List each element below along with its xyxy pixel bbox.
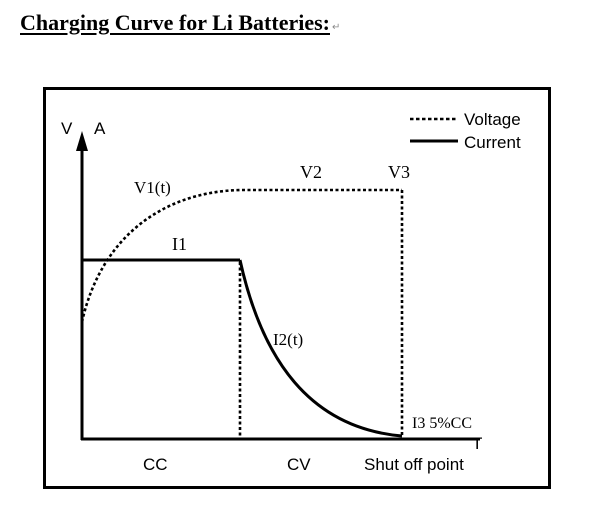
phase-label-shutoff: Shut off point [364, 455, 464, 474]
y-axis-arrow-icon [76, 131, 88, 151]
label-i3: I3 5%CC [412, 415, 472, 432]
legend-current-label: Current [464, 133, 521, 152]
return-mark-icon: ↵ [332, 22, 341, 33]
x-axis-label-t: T [472, 434, 482, 453]
y-axis-label-v: V [61, 119, 73, 138]
voltage-rise-segment [80, 188, 402, 323]
phase-label-cv: CV [287, 455, 311, 474]
label-v3: V3 [388, 162, 410, 182]
axes: V A T [61, 119, 482, 453]
phase-label-cc: CC [143, 455, 168, 474]
label-i1: I1 [172, 234, 187, 254]
current-decay-segment [238, 259, 403, 438]
legend: Voltage Current [410, 110, 521, 152]
y-axis-label-a: A [94, 119, 106, 138]
label-v1: V1(t) [134, 178, 171, 197]
curve-labels: V1(t) V2 V3 I1 I2(t) I3 5%CC [134, 162, 472, 432]
page-title: Charging Curve for Li Batteries:↵ [20, 10, 340, 36]
phase-labels: CC CV Shut off point [143, 455, 464, 474]
label-i2: I2(t) [273, 330, 303, 349]
page-title-text: Charging Curve for Li Batteries: [20, 10, 330, 35]
voltage-curve [80, 188, 404, 438]
diagram-frame [43, 87, 551, 489]
legend-voltage-label: Voltage [464, 110, 521, 129]
label-v2: V2 [300, 162, 322, 182]
current-curve [82, 258, 403, 438]
